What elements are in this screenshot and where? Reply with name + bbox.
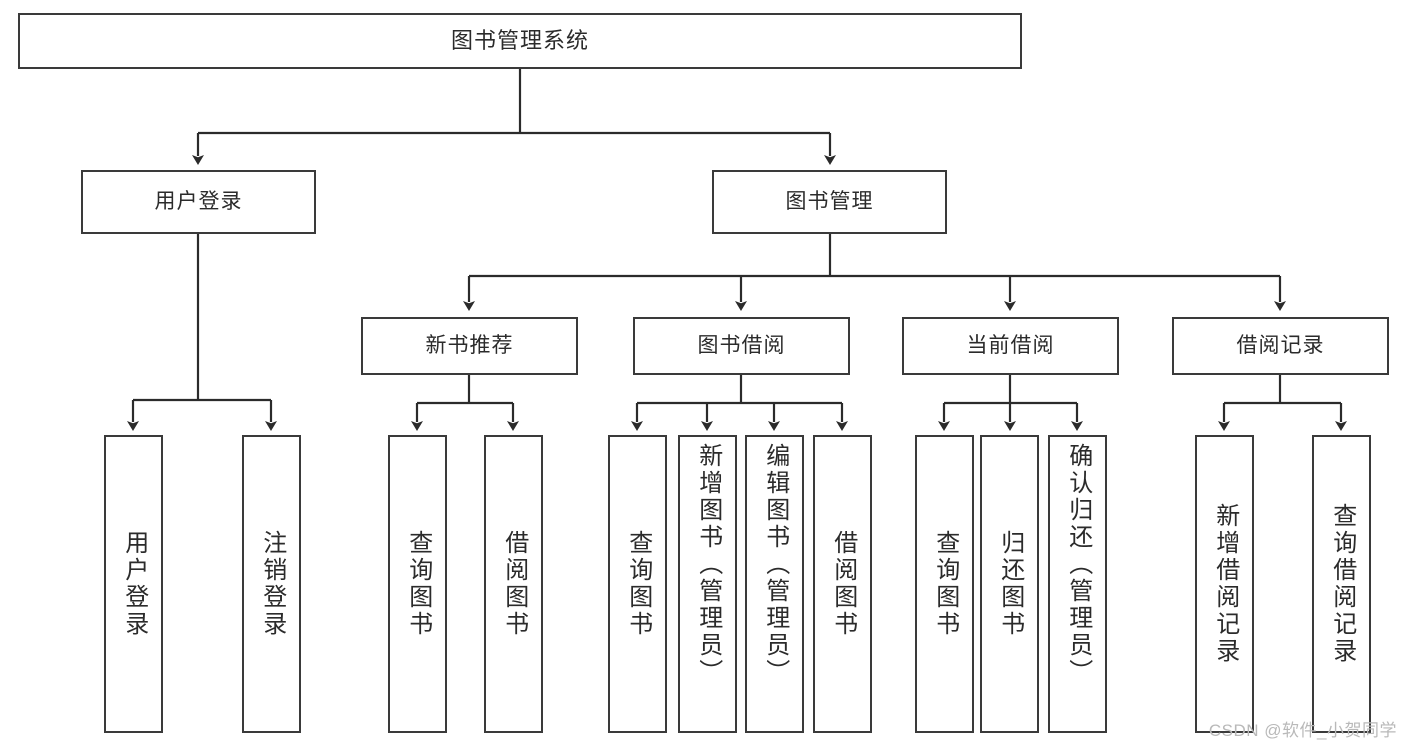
leaf-return-book[interactable]: 归还图书	[980, 435, 1039, 733]
node-label: 查询图书	[404, 530, 432, 638]
node-label: 借阅记录	[1236, 334, 1325, 358]
node-new-book-recommend[interactable]: 新书推荐	[361, 317, 578, 375]
leaf-add-borrow-record[interactable]: 新增借阅记录	[1195, 435, 1254, 733]
leaf-edit-book-admin[interactable]: 编辑图书（管理员）	[745, 435, 804, 733]
node-label: 新增借阅记录	[1211, 503, 1239, 665]
node-borrow-record[interactable]: 借阅记录	[1172, 317, 1389, 375]
node-root-system[interactable]: 图书管理系统	[18, 13, 1022, 69]
node-label: 新书推荐	[425, 334, 514, 358]
node-label: 查询图书	[624, 530, 652, 638]
node-label: 编辑图书（管理员）	[761, 443, 789, 686]
node-book-borrow[interactable]: 图书借阅	[633, 317, 850, 375]
node-label: 借阅图书	[500, 530, 528, 638]
node-label: 当前借阅	[966, 334, 1055, 358]
leaf-confirm-return-admin[interactable]: 确认归还（管理员）	[1048, 435, 1107, 733]
node-label: 归还图书	[996, 530, 1024, 638]
watermark-text: CSDN @软件_小贺同学	[1208, 721, 1397, 740]
leaf-query-borrow-record[interactable]: 查询借阅记录	[1312, 435, 1371, 733]
node-label: 图书管理系统	[450, 27, 589, 53]
node-label: 查询借阅记录	[1328, 503, 1356, 665]
leaf-query-book-current[interactable]: 查询图书	[915, 435, 974, 733]
leaf-user-login[interactable]: 用户登录	[104, 435, 163, 733]
node-label: 借阅图书	[829, 530, 857, 638]
node-label: 用户登录	[120, 530, 148, 638]
node-book-management[interactable]: 图书管理	[712, 170, 947, 234]
node-label: 新增图书（管理员）	[694, 443, 722, 686]
leaf-query-book-recommend[interactable]: 查询图书	[388, 435, 447, 733]
node-label: 用户登录	[154, 190, 243, 214]
leaf-query-book-borrow[interactable]: 查询图书	[608, 435, 667, 733]
node-label: 确认归还（管理员）	[1064, 443, 1092, 686]
node-user-login[interactable]: 用户登录	[81, 170, 316, 234]
leaf-logout[interactable]: 注销登录	[242, 435, 301, 733]
leaf-add-book-admin[interactable]: 新增图书（管理员）	[678, 435, 737, 733]
node-label: 注销登录	[258, 530, 286, 638]
node-current-borrow[interactable]: 当前借阅	[902, 317, 1119, 375]
node-label: 图书管理	[785, 190, 874, 214]
leaf-borrow-book[interactable]: 借阅图书	[813, 435, 872, 733]
node-label: 图书借阅	[697, 334, 786, 358]
node-label: 查询图书	[931, 530, 959, 638]
leaf-borrow-book-recommend[interactable]: 借阅图书	[484, 435, 543, 733]
